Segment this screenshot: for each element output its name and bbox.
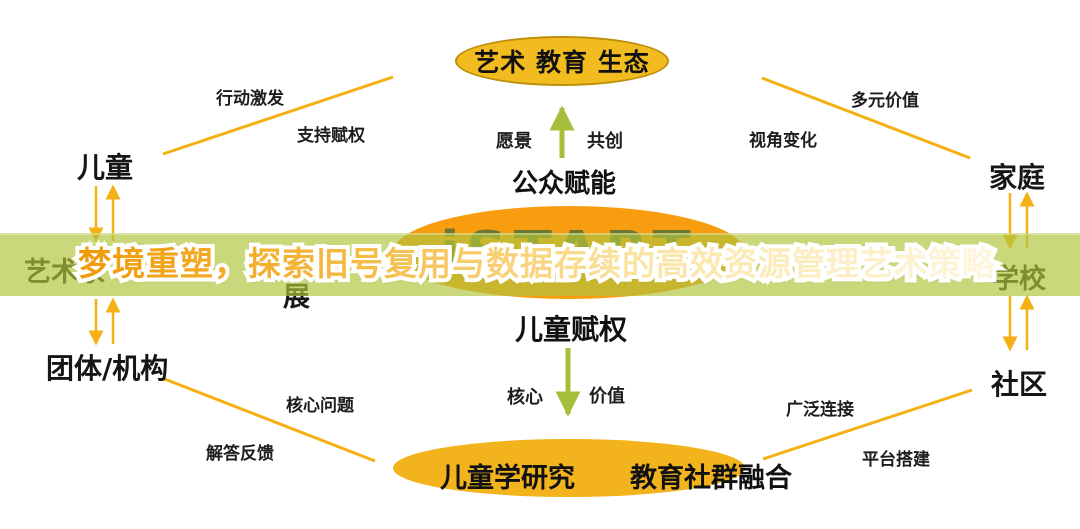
edge-label-support: 支持赋权 — [297, 126, 365, 146]
vision-label: 愿景 — [496, 131, 532, 152]
node-children: 儿童 — [77, 151, 134, 184]
overlay-band — [0, 233, 1080, 296]
value-label: 价值 — [589, 386, 625, 407]
banner-title: 梦境重塑，探索旧号复用与数据存续的高效资源管理艺术策略 梦境重塑，探索旧号复用与… — [74, 237, 1078, 291]
edge-label-platform: 平台搭建 — [862, 450, 930, 470]
research-ellipse — [393, 439, 745, 497]
ecosystem-ellipse: 艺术 教育 生态 — [455, 36, 669, 86]
edge-ecosystem-family — [761, 76, 971, 160]
node-community: 社区 — [991, 368, 1048, 401]
core-label: 核心 — [507, 387, 543, 408]
edge-label-action: 行动激发 — [216, 89, 284, 109]
research-label-left: 儿童学研究 — [440, 463, 575, 494]
cocreate-label: 共创 — [587, 131, 623, 152]
edge-label-diverse: 多元价值 — [851, 91, 919, 111]
edge-label-connect: 广泛连接 — [786, 400, 854, 420]
banner-title-outline: 梦境重塑，探索旧号复用与数据存续的高效资源管理艺术策略 — [74, 237, 999, 291]
banner-title-text: 梦境重塑，探索旧号复用与数据存续的高效资源管理艺术策略 — [78, 237, 996, 291]
research-label-right: 教育社群融合 — [630, 463, 792, 494]
edge-label-core-question: 核心问题 — [286, 396, 354, 416]
edge-groups-research — [161, 376, 376, 463]
node-family: 家庭 — [989, 161, 1046, 194]
edge-label-perspective: 视角变化 — [749, 131, 817, 151]
research-labels: 儿童学研究 教育社群融合 — [440, 456, 792, 495]
edge-research-community — [762, 388, 973, 461]
node-groups: 团体/机构 — [46, 352, 169, 385]
child-empowerment-title: 儿童赋权 — [515, 313, 628, 346]
public-empowerment-title: 公众赋能 — [512, 169, 617, 199]
ecosystem-label: 艺术 教育 生态 — [474, 48, 650, 77]
edge-label-feedback: 解答反馈 — [206, 444, 274, 464]
edge-children-ecosystem — [162, 75, 394, 156]
